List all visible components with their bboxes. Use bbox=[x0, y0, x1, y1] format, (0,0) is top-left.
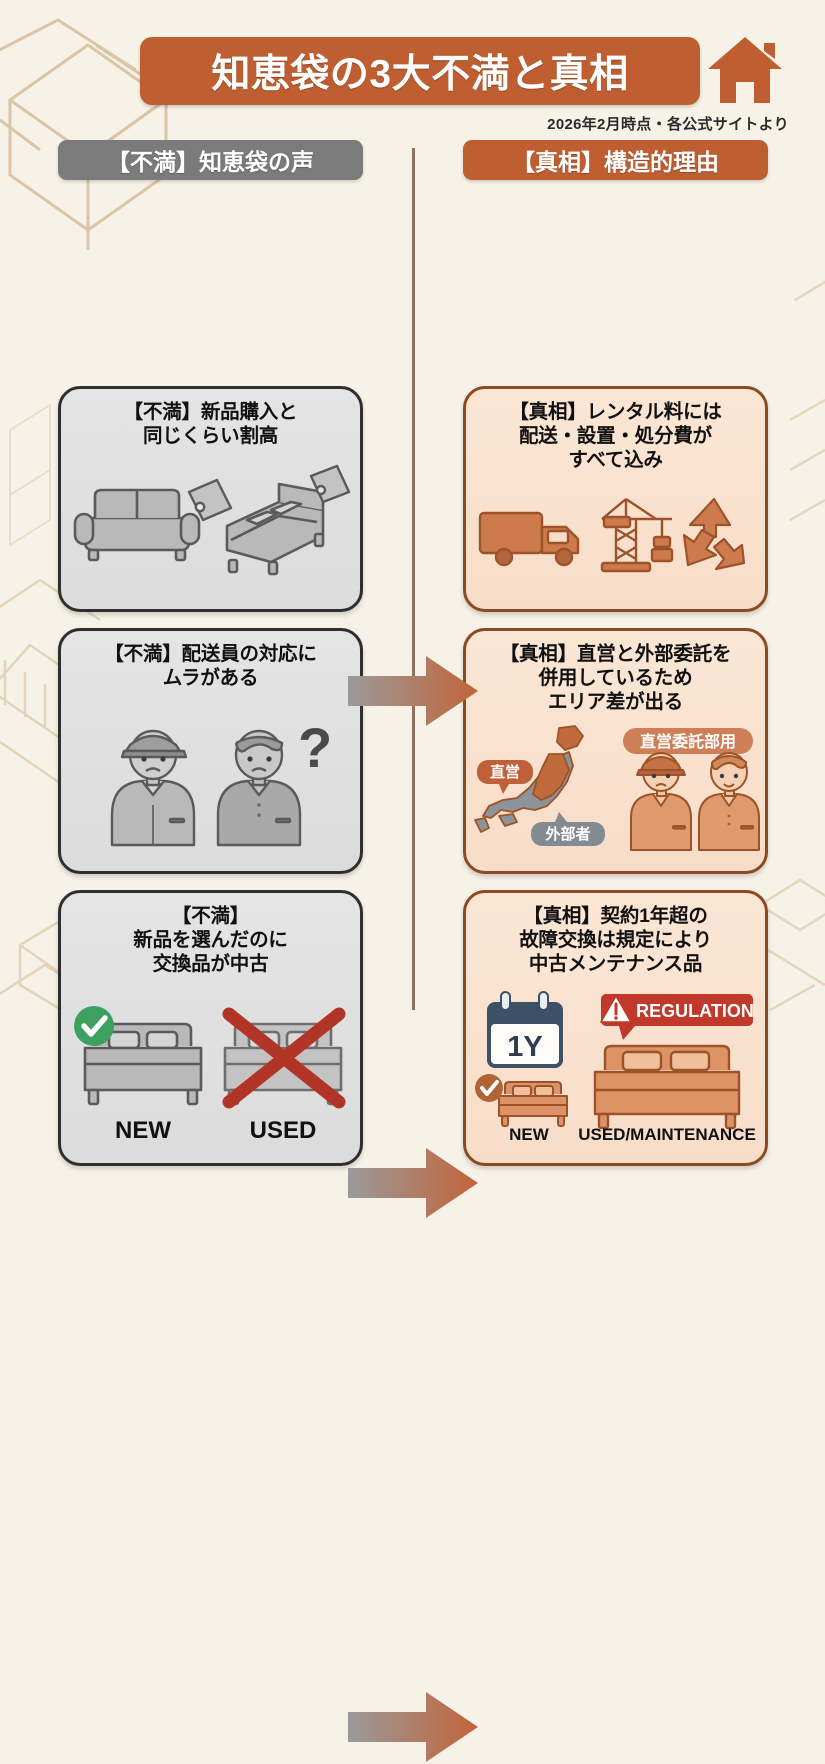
complaint-card-2: 【不満】配送員の対応に ムラがある bbox=[58, 628, 363, 874]
complaint-card-1-text: 【不満】新品購入と 同じくらい割高 bbox=[123, 401, 298, 447]
team-badge: 直営委託部用 bbox=[623, 727, 753, 754]
complaint-card-3-art: NEW bbox=[73, 980, 346, 1153]
header: 知恵袋の3大不満と真相 2026年2月時点・各公式サイトより bbox=[0, 0, 825, 140]
worker-cap-icon bbox=[110, 729, 195, 846]
complaint-card-1-art bbox=[73, 453, 350, 599]
column-divider bbox=[412, 148, 415, 1010]
caption-new: NEW bbox=[115, 1117, 171, 1144]
team-badge-text: 直営委託部用 bbox=[640, 732, 736, 751]
map-label-direct: 直営 bbox=[477, 759, 533, 794]
worker-orange-smiling-icon bbox=[698, 751, 760, 851]
page-title: 知恵袋の3大不満と真相 bbox=[140, 37, 700, 105]
bed-icon bbox=[225, 482, 324, 576]
complaint-card-2-art: ? bbox=[75, 695, 346, 861]
truth-card-2: 【真相】直営と外部委託を 併用しているため エリア差が出る bbox=[463, 628, 768, 874]
complaint-card-3-text: 【不満】 新品を選んだのに 交換品が中古 bbox=[133, 905, 288, 975]
column-header-truth: 【真相】構造的理由 bbox=[463, 140, 768, 180]
recycle-icon bbox=[682, 497, 745, 570]
regulation-badge-text: REGULATION bbox=[636, 1001, 754, 1021]
column-header-complaint: 【不満】知恵袋の声 bbox=[58, 140, 363, 180]
map-label-outsourced: 外部者 bbox=[531, 811, 605, 846]
flow-arrow-3 bbox=[348, 1692, 478, 1762]
japan-map-icon bbox=[474, 724, 584, 833]
caption-used-maintenance: USED/MAINTENANCE bbox=[578, 1125, 756, 1144]
bed-icon bbox=[593, 1044, 741, 1129]
complaint-card-2-text: 【不満】配送員の対応に ムラがある bbox=[104, 643, 317, 689]
regulation-badge: REGULATION bbox=[599, 993, 754, 1040]
truth-card-3-art: 1Y bbox=[475, 980, 756, 1153]
crane-icon bbox=[600, 497, 673, 572]
column-header-truth-label: 【真相】構造的理由 bbox=[512, 149, 719, 175]
delivery-truck-icon bbox=[478, 511, 579, 566]
truth-card-3-text: 【真相】契約1年超の 故障交換は規定により 中古メンテナンス品 bbox=[519, 905, 712, 975]
worker-orange-icon bbox=[630, 751, 692, 851]
truth-card-1-text: 【真相】レンタル料には 配送・設置・処分費が すべて込み bbox=[509, 401, 722, 471]
worker-icon bbox=[216, 729, 301, 846]
check-circle-icon bbox=[475, 1073, 503, 1102]
caption-used: USED bbox=[249, 1117, 316, 1144]
page-title-text: 知恵袋の3大不満と真相 bbox=[211, 53, 629, 96]
map-label-direct-text: 直営 bbox=[490, 763, 520, 781]
truth-card-1-art bbox=[478, 476, 751, 599]
row-2: 【不満】配送員の対応に ムラがある bbox=[0, 628, 825, 1218]
price-tag-icon bbox=[309, 464, 350, 503]
complaint-card-3: 【不満】 新品を選んだのに 交換品が中古 bbox=[58, 890, 363, 1166]
bed-icon bbox=[498, 1080, 568, 1127]
house-icon bbox=[708, 37, 782, 103]
check-circle-icon bbox=[73, 1005, 114, 1046]
subtitle-text: 2026年2月時点・各公式サイトより bbox=[547, 116, 789, 133]
complaint-card-1: 【不満】新品購入と 同じくらい割高 bbox=[58, 386, 363, 612]
flow-arrow-2 bbox=[348, 1148, 478, 1218]
svg-text:?: ? bbox=[298, 716, 332, 779]
calendar-label: 1Y bbox=[507, 1031, 542, 1063]
flow-arrow-1 bbox=[348, 656, 478, 726]
truth-card-2-art: 直営 外部者 直営委託部用 bbox=[474, 718, 760, 861]
truth-card-2-text: 【真相】直営と外部委託を 併用しているため エリア差が出る bbox=[499, 643, 732, 713]
map-label-outsourced-text: 外部者 bbox=[544, 825, 590, 843]
truth-card-3: 【真相】契約1年超の 故障交換は規定により 中古メンテナンス品 1Y bbox=[463, 890, 768, 1166]
column-header-complaint-label: 【不満】知恵袋の声 bbox=[107, 149, 314, 175]
calendar-icon: 1Y bbox=[487, 990, 563, 1068]
price-tag-icon bbox=[187, 478, 232, 521]
sofa-icon bbox=[73, 488, 200, 562]
question-mark-icon: ? bbox=[298, 716, 332, 779]
row-1: 【不満】新品購入と 同じくらい割高 bbox=[0, 386, 825, 726]
truth-card-1: 【真相】レンタル料には 配送・設置・処分費が すべて込み bbox=[463, 386, 768, 612]
caption-new: NEW bbox=[509, 1125, 550, 1144]
